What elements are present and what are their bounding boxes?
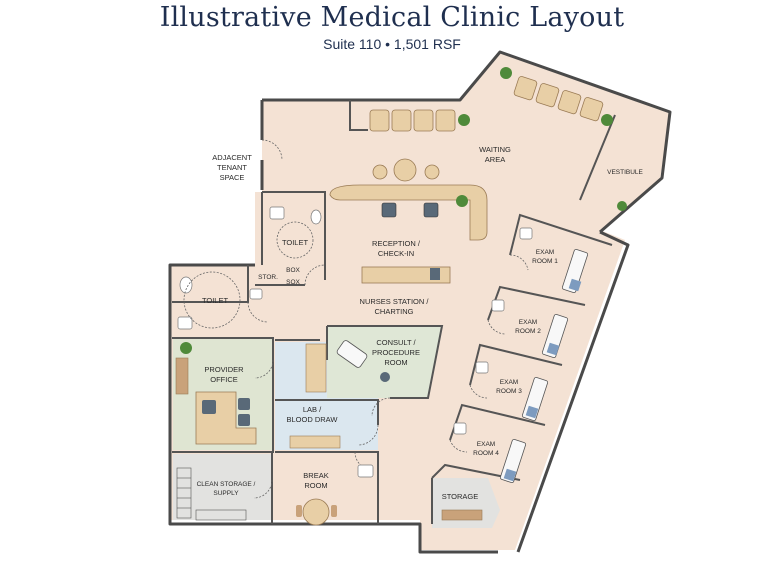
lab-counter — [305, 343, 327, 393]
label-exam2-2: ROOM 2 — [515, 328, 541, 335]
consult-room — [327, 326, 442, 398]
label-provider-2: OFFICE — [210, 375, 238, 384]
label-reception-2: CHECK-IN — [378, 249, 414, 258]
label-lab-1: LAB / — [303, 405, 322, 414]
label-break-1: BREAK — [303, 471, 328, 480]
label-exam3-2: ROOM 3 — [496, 388, 522, 395]
break-table — [302, 498, 330, 526]
label-exam1-1: EXAM — [536, 249, 554, 256]
reception-counter — [329, 184, 488, 241]
label-exam4-1: EXAM — [477, 441, 495, 448]
provider-credenza — [175, 357, 189, 395]
label-storage: STORAGE — [442, 492, 479, 501]
label-waiting-1: WAITING — [479, 145, 511, 154]
exterior-wall — [168, 50, 672, 554]
label-toilet-upper: TOILET — [282, 238, 309, 247]
break-chairs — [296, 505, 337, 517]
turning-circle-upper — [276, 221, 314, 259]
procedure-chair — [336, 340, 368, 368]
label-box-1: BOX — [286, 267, 300, 274]
lab-counter-bottom — [289, 435, 341, 449]
label-clean-storage-1: CLEAN STORAGE / — [197, 481, 256, 488]
label-break-2: ROOM — [304, 481, 327, 490]
waiting-chairs — [369, 76, 604, 182]
interior-walls — [172, 100, 616, 524]
label-nurses-2: CHARTING — [374, 307, 413, 316]
page-title: Illustrative Medical Clinic Layout — [159, 2, 625, 33]
label-exam2-1: EXAM — [519, 319, 537, 326]
label-adjacent-2: TENANT — [217, 163, 247, 172]
label-adjacent-1: ADJACENT — [212, 153, 252, 162]
provider-chairs — [202, 398, 250, 426]
nurses-counter — [361, 266, 451, 284]
storage-bench — [441, 509, 483, 521]
reception-chairs — [381, 202, 439, 218]
clean-storage-room — [173, 454, 271, 520]
label-exam4-2: ROOM 4 — [473, 450, 499, 457]
nurses-chair — [430, 268, 440, 280]
plants — [180, 67, 627, 354]
page-subtitle: Suite 110 • 1,501 RSF — [323, 36, 461, 52]
label-exam1-2: ROOM 1 — [532, 258, 558, 265]
label-consult-1: CONSULT / — [376, 338, 416, 347]
label-clean-storage-2: SUPPLY — [213, 490, 239, 497]
label-consult-3: ROOM — [384, 358, 407, 367]
label-exam3-1: EXAM — [500, 379, 518, 386]
storage-room — [432, 478, 500, 528]
storage-shelves — [176, 467, 247, 521]
label-waiting-2: AREA — [485, 155, 505, 164]
turning-circle-lower — [183, 271, 241, 329]
label-vestibule: VESTIBULE — [607, 169, 643, 176]
procedure-stool — [380, 372, 390, 382]
label-consult-2: PROCEDURE — [372, 348, 420, 357]
label-toilet-lower: TOILET — [202, 296, 229, 305]
label-reception-1: RECEPTION / — [372, 239, 421, 248]
label-adjacent-3: SPACE — [220, 173, 245, 182]
label-provider-1: PROVIDER — [204, 365, 244, 374]
label-box-2: SOX — [286, 279, 300, 286]
label-lab-2: BLOOD DRAW — [287, 415, 339, 424]
label-nurses-1: NURSES STATION / — [360, 297, 430, 306]
label-stor: STOR. — [258, 274, 278, 281]
exam-table-pads — [503, 278, 582, 482]
